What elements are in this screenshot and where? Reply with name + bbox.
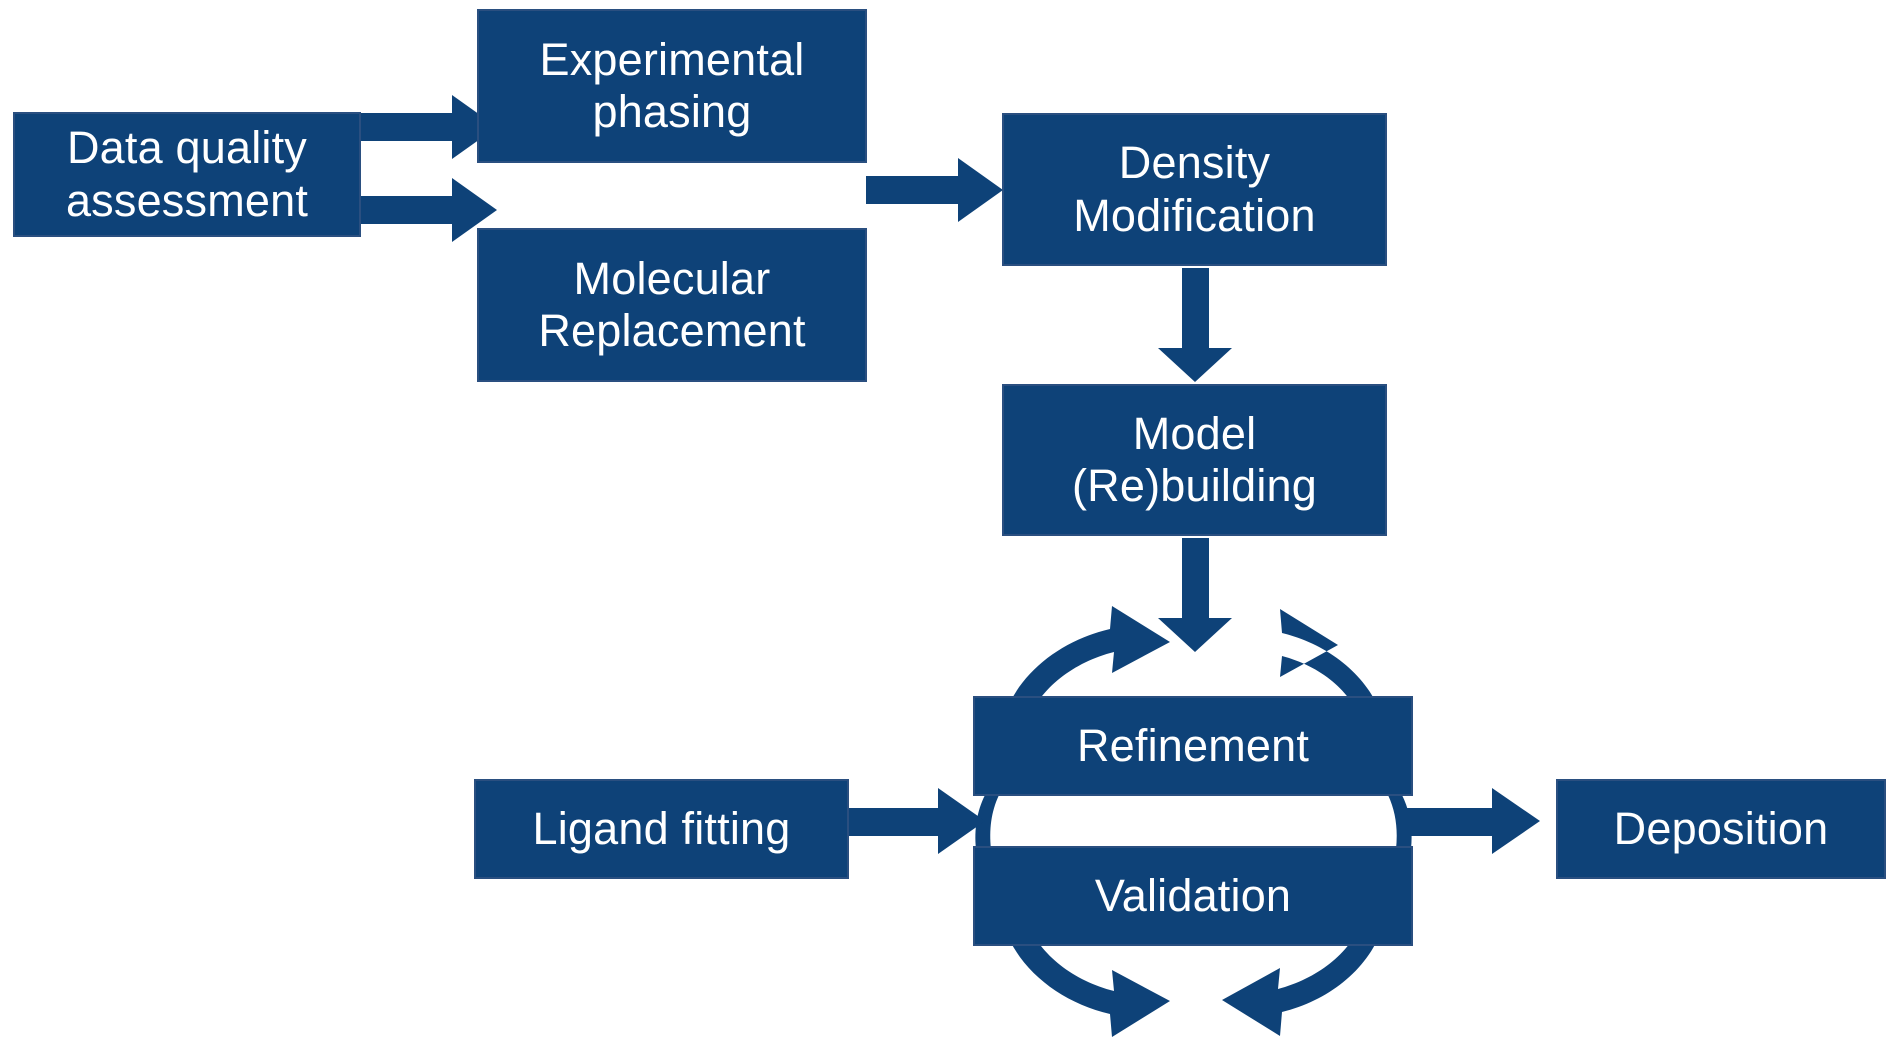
node-label: Density Modification (1073, 137, 1316, 241)
node-experimental-phasing[interactable]: Experimental phasing (477, 9, 867, 163)
arrow-dataquality-to-expphasing (360, 95, 497, 159)
node-refinement[interactable]: Refinement (973, 696, 1413, 796)
node-molecular-replacement[interactable]: Molecular Replacement (477, 228, 867, 382)
node-validation[interactable]: Validation (973, 846, 1413, 946)
arrow-cycle-to-deposition (1399, 788, 1540, 854)
node-label: Model (Re)building (1071, 407, 1318, 511)
node-model-rebuilding[interactable]: Model (Re)building (1002, 384, 1387, 536)
node-label: Data quality assessment (65, 122, 309, 226)
node-label: Ligand fitting (532, 802, 791, 854)
node-deposition[interactable]: Deposition (1556, 779, 1886, 879)
node-density-modification[interactable]: Density Modification (1002, 113, 1387, 266)
arrow-density-to-model (1158, 268, 1232, 382)
arrow-phasing-to-density (866, 158, 1003, 222)
node-label: Deposition (1613, 802, 1829, 854)
node-label: Molecular Replacement (538, 252, 806, 356)
cycle-ring (975, 606, 1412, 1037)
node-ligand-fitting[interactable]: Ligand fitting (474, 779, 849, 879)
node-label: Refinement (1076, 719, 1310, 771)
arrow-model-to-refinement (1158, 538, 1232, 652)
arrow-ligand-to-cycle (849, 788, 985, 854)
node-label: Experimental phasing (539, 33, 805, 137)
node-data-quality-assessment[interactable]: Data quality assessment (13, 112, 361, 237)
node-label: Validation (1094, 869, 1292, 921)
arrow-dataquality-to-molrepl (360, 178, 497, 242)
